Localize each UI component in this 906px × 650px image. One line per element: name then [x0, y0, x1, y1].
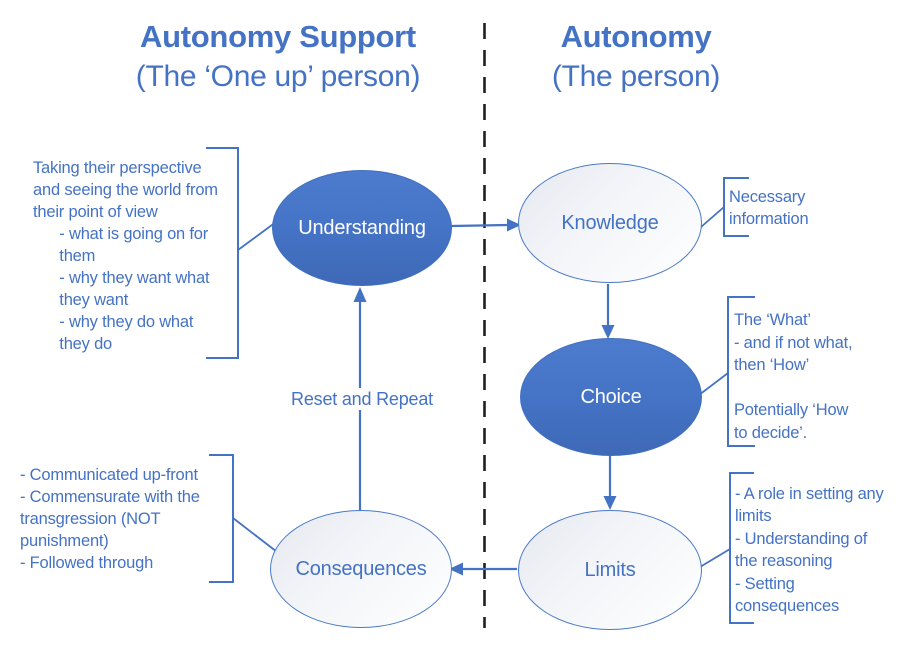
node-knowledge: Knowledge [518, 163, 702, 283]
arrow-limits-to-consequences [449, 562, 517, 576]
right-header-subtitle: (The person) [551, 60, 721, 93]
node-choice: Choice [520, 338, 702, 456]
connector-limits-note [699, 548, 731, 568]
reset-and-repeat-label: Reset and Repeat [288, 388, 436, 410]
node-limits: Limits [518, 510, 702, 630]
limits-annotation: - A role in setting any limits - Underst… [735, 485, 884, 616]
node-understanding: Understanding [272, 170, 452, 286]
right-header-title: Autonomy [560, 19, 712, 54]
knowledge-annotation: Necessary information [729, 188, 809, 228]
left-header-subtitle: (The ‘One up’ person) [135, 60, 421, 93]
bracket-consequences-note [209, 454, 234, 583]
bracket-choice-note [727, 296, 755, 447]
connector-choice-note [698, 372, 729, 396]
left-column-header: Autonomy Support (The ‘One up’ person) [93, 16, 463, 97]
consequences-annotation: - Communicated up-front - Commensurate w… [20, 466, 200, 572]
node-limits-label: Limits [584, 558, 636, 581]
bracket-limits-note [729, 472, 754, 624]
connector-consequences-note [232, 517, 282, 556]
connector-knowledge-note [700, 206, 725, 228]
understanding-annotation: Taking their perspective and seeing the … [33, 159, 218, 353]
node-choice-label: Choice [580, 385, 642, 408]
arrow-choice-to-limits [603, 455, 617, 510]
connector-understanding-note [237, 221, 277, 251]
node-understanding-label: Understanding [298, 216, 426, 239]
node-knowledge-label: Knowledge [561, 211, 659, 234]
left-header-title: Autonomy Support [140, 19, 416, 54]
node-consequences: Consequences [270, 510, 452, 628]
choice-annotation: The ‘What’ - and if not what, then ‘How’… [734, 311, 853, 442]
bracket-understanding-note [206, 147, 239, 359]
arrow-understanding-to-knowledge [450, 218, 521, 232]
node-consequences-label: Consequences [295, 557, 427, 580]
arrow-knowledge-to-choice [601, 284, 615, 339]
right-column-header: Autonomy (The person) [486, 16, 786, 97]
